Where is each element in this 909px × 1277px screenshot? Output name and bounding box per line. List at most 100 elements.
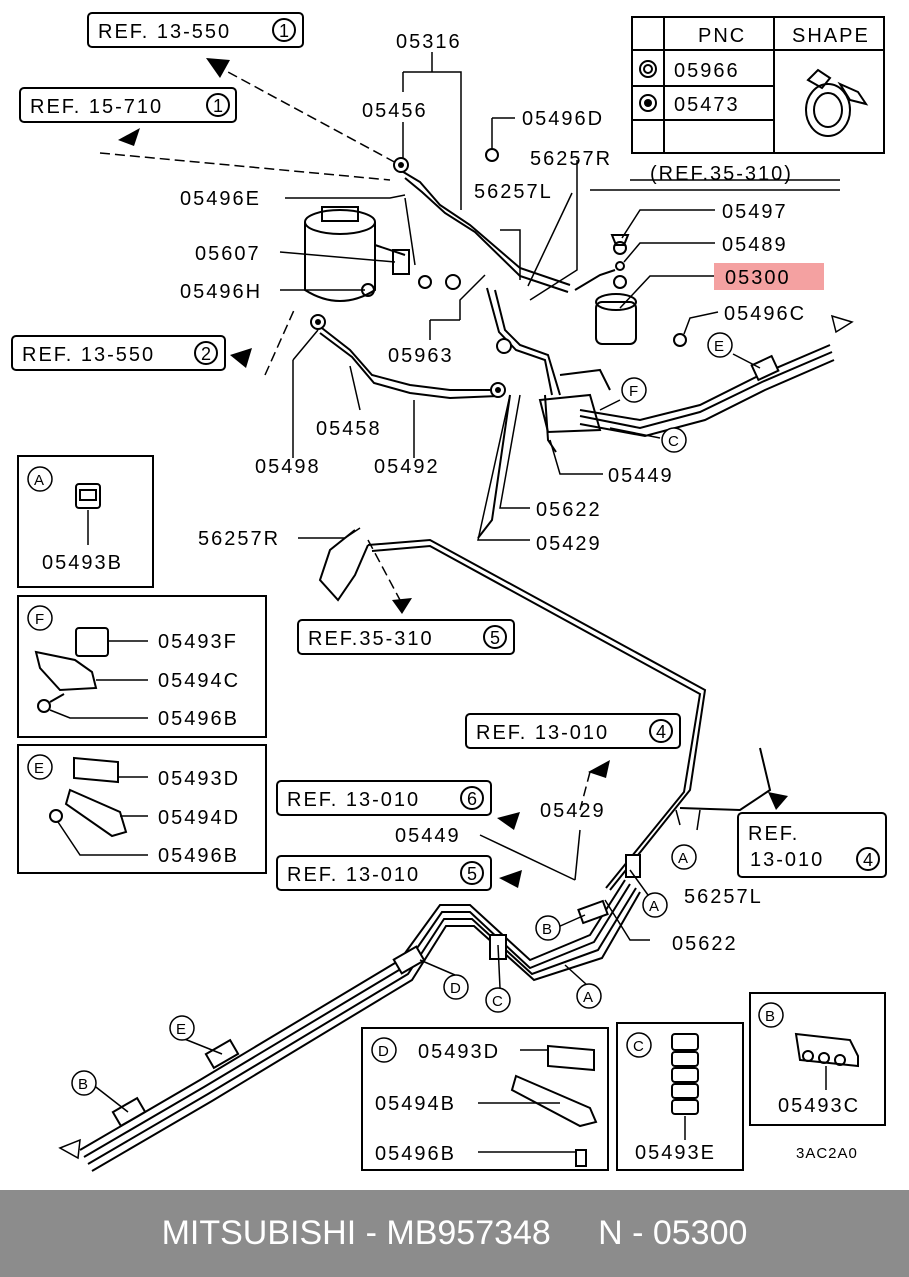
- label-05316[interactable]: 05316: [396, 31, 462, 53]
- callout-D[interactable]: D: [450, 980, 462, 997]
- inset-part-2[interactable]: 05494B: [375, 1093, 456, 1115]
- callout-B-2[interactable]: B: [78, 1076, 89, 1093]
- inset-letter: C: [633, 1038, 645, 1055]
- clip-multi-icon: [794, 1032, 859, 1068]
- ref-circle-number: 1: [213, 96, 223, 116]
- upper-harness: [579, 344, 835, 438]
- inset-part[interactable]: 05493B: [42, 552, 123, 574]
- footer-bar: MITSUBISHI - MB957348 N - 05300: [0, 1190, 909, 1277]
- inset-B: B 05493C: [749, 992, 886, 1126]
- ref-text: REF. 13-550: [98, 21, 231, 43]
- inset-part[interactable]: 05493E: [635, 1142, 716, 1164]
- label-56257L-top[interactable]: 56257L: [474, 181, 553, 203]
- label-05963[interactable]: 05963: [388, 345, 454, 367]
- ref-circle-number: 1: [279, 21, 289, 41]
- ref-text: REF. 13-010: [287, 864, 420, 886]
- ref-text-line1: REF.: [748, 823, 799, 845]
- callout-E-bottom[interactable]: E: [176, 1021, 187, 1038]
- label-05496C[interactable]: 05496C: [724, 303, 806, 325]
- ref-text: REF. 13-010: [476, 722, 609, 744]
- inset-A: A 05493B: [17, 455, 154, 588]
- ref-text: REF.35-310: [308, 628, 434, 650]
- vapor-canister: [304, 206, 410, 302]
- label-05498[interactable]: 05498: [255, 456, 321, 478]
- inset-part-1[interactable]: 05493F: [158, 631, 238, 653]
- highlight-05300: [714, 263, 824, 290]
- ref-circle-number: 4: [863, 850, 873, 870]
- inset-letter: D: [378, 1043, 390, 1060]
- pnc-row-1: 05966: [674, 60, 740, 82]
- pnc-table: [631, 16, 885, 154]
- label-05489[interactable]: 05489: [722, 234, 788, 256]
- label-05429-top[interactable]: 05429: [536, 533, 602, 555]
- ref-text: REF. 13-550: [22, 344, 155, 366]
- ref-circle-number: 6: [467, 789, 477, 809]
- label-05497[interactable]: 05497: [722, 201, 788, 223]
- inset-part-3[interactable]: 05496B: [158, 708, 239, 730]
- inset-part-2[interactable]: 05494D: [158, 807, 240, 829]
- inset-part-3[interactable]: 05496B: [375, 1143, 456, 1165]
- ref-box-13-550-1[interactable]: REF. 13-550 1: [87, 12, 304, 48]
- label-05496E[interactable]: 05496E: [180, 188, 261, 210]
- label-05449-top[interactable]: 05449: [608, 465, 674, 487]
- parts-diagram: PNC SHAPE 05966 05473 REF. 13-550 1 REF.…: [11, 12, 887, 1172]
- callout-E-top[interactable]: E: [714, 338, 725, 355]
- footer-brand: MITSUBISHI: [161, 1214, 357, 1252]
- ref-text: REF. 13-010: [287, 789, 420, 811]
- clip-bracket-icon: [49, 756, 128, 838]
- callout-B-1[interactable]: B: [542, 921, 553, 938]
- dashed-ref-lines: [99, 64, 591, 811]
- long-lines: [318, 529, 772, 891]
- ref-circle-number: 2: [201, 344, 211, 364]
- callout-circles: [71, 332, 733, 1096]
- label-56257R-top[interactable]: 56257R: [530, 148, 612, 170]
- label-05300[interactable]: 05300: [725, 267, 791, 289]
- clamp-shape-icon: [805, 68, 869, 137]
- inset-part-2[interactable]: 05494C: [158, 670, 240, 692]
- ref-box-13-010-4-top[interactable]: REF. 13-010 4: [465, 713, 681, 749]
- label-05622-mid[interactable]: 05622: [672, 933, 738, 955]
- label-05496H[interactable]: 05496H: [180, 281, 262, 303]
- inset-C: C 05493E: [616, 1022, 744, 1171]
- label-05622-top[interactable]: 05622: [536, 499, 602, 521]
- ref-box-15-710-1[interactable]: REF. 15-710 1: [19, 87, 237, 123]
- label-56257L-mid[interactable]: 56257L: [684, 886, 763, 908]
- inset-letter: E: [34, 760, 45, 777]
- clips-and-fasteners: [310, 148, 512, 398]
- arrow-icons: [118, 58, 788, 888]
- footer-part-number: MB957348: [386, 1214, 551, 1252]
- clip-bracket-icon: [34, 627, 109, 713]
- ref-box-35-310-5[interactable]: REF.35-310 5: [297, 619, 515, 655]
- inset-part[interactable]: 05493C: [778, 1095, 860, 1117]
- fuel-pressure-regulator: [595, 234, 687, 347]
- ref-box-13-010-4-right[interactable]: REF. 13-010 4: [737, 812, 887, 878]
- ref-35-310-paren[interactable]: (REF.35-310): [650, 163, 793, 185]
- footer-separator: -: [356, 1214, 387, 1252]
- ref-box-13-550-2[interactable]: REF. 13-550 2: [11, 335, 226, 371]
- ref-box-13-010-6[interactable]: REF. 13-010 6: [276, 780, 492, 816]
- label-05456[interactable]: 05456: [362, 100, 428, 122]
- label-05492[interactable]: 05492: [374, 456, 440, 478]
- label-56257R-mid[interactable]: 56257R: [198, 528, 280, 550]
- callout-A-2[interactable]: A: [649, 898, 660, 915]
- inset-D: D 05493D 05494B 05496B: [361, 1027, 609, 1171]
- callout-A-3[interactable]: A: [583, 989, 594, 1006]
- label-05449-mid[interactable]: 05449: [395, 825, 461, 847]
- inset-part-1[interactable]: 05493D: [418, 1041, 500, 1063]
- callout-C-top[interactable]: C: [668, 433, 680, 450]
- ref-circle-number: 5: [490, 628, 500, 648]
- label-05607[interactable]: 05607: [195, 243, 261, 265]
- shape-header: SHAPE: [792, 25, 870, 47]
- label-05429-mid[interactable]: 05429: [540, 800, 606, 822]
- inset-F: F 05493F 05494C 05496B: [17, 595, 267, 738]
- callout-C-bottom[interactable]: C: [492, 993, 504, 1010]
- ref-text-line2: 13-010: [750, 849, 824, 871]
- label-05496D[interactable]: 05496D: [522, 108, 604, 130]
- ref-box-13-010-5[interactable]: REF. 13-010 5: [276, 855, 492, 891]
- callout-F-top[interactable]: F: [629, 383, 639, 400]
- leader-lines: [91, 52, 840, 1113]
- label-05458[interactable]: 05458: [316, 418, 382, 440]
- inset-part-3[interactable]: 05496B: [158, 845, 239, 867]
- inset-part-1[interactable]: 05493D: [158, 768, 240, 790]
- callout-A-1[interactable]: A: [678, 850, 689, 867]
